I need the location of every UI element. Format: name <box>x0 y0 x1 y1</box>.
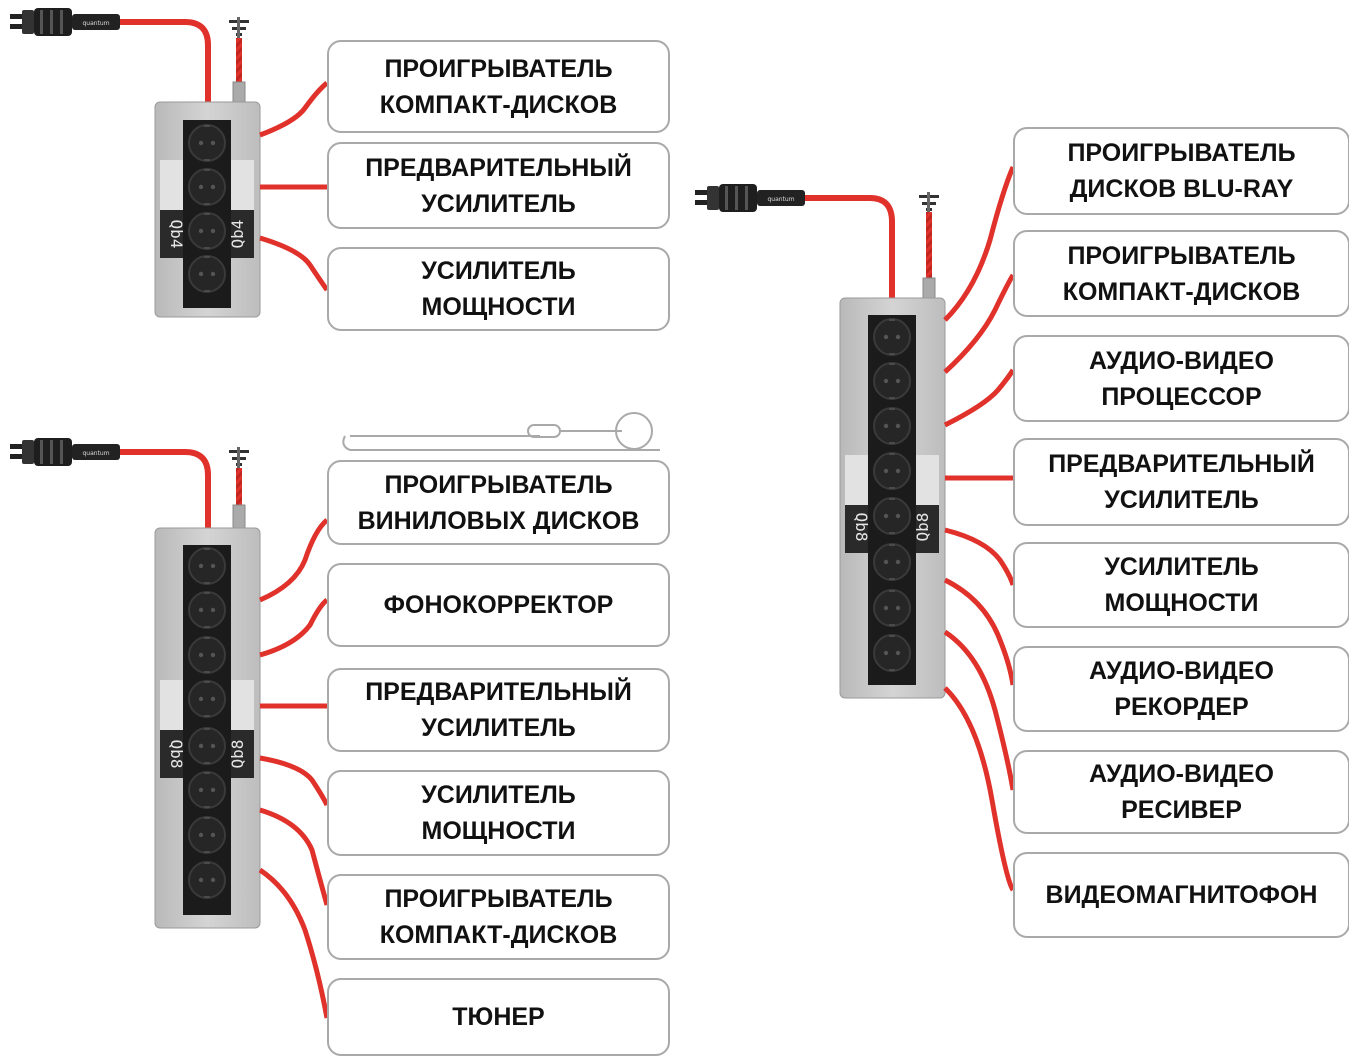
power-plug-icon: quantum <box>10 8 120 36</box>
device-label: ПРОИГРЫВАТЕЛЬ КОМПАКТ-ДИСКОВ <box>379 885 618 949</box>
device-label: УСИЛИТЕЛЬ МОЩНОСТИ <box>421 257 576 321</box>
device-label-box: ПРЕДВАРИТЕЛЬНЫЙ УСИЛИТЕЛЬ <box>327 668 670 752</box>
cable-line <box>943 686 1016 892</box>
model-label: Qb8 <box>228 740 247 769</box>
cable-line <box>258 867 330 1019</box>
device-label: УСИЛИТЕЛЬ МОЩНОСТИ <box>1104 553 1259 617</box>
device-label-box: ПРОИГРЫВАТЕЛЬ КОМПАКТ-ДИСКОВ <box>1013 230 1349 317</box>
power-outlet-icon <box>188 861 226 899</box>
device-label-box: УСИЛИТЕЛЬ МОЩНОСТИ <box>327 770 670 856</box>
device-label-box: УСИЛИТЕЛЬ МОЩНОСТИ <box>327 247 670 331</box>
power-outlet-icon <box>188 591 226 629</box>
device-label: УСИЛИТЕЛЬ МОЩНОСТИ <box>421 781 576 845</box>
cable-line <box>943 166 1016 322</box>
device-label-box: ВИДЕОМАГНИТОФОН <box>1013 852 1349 938</box>
device-label-box: АУДИО-ВИДЕО ПРОЦЕССОР <box>1013 335 1349 422</box>
cable-line <box>943 273 1016 374</box>
cable-line <box>944 527 1016 586</box>
power-outlet-icon <box>873 543 911 581</box>
cable-line <box>259 755 330 807</box>
svg-text:quantum: quantum <box>82 20 109 27</box>
svg-text:quantum: quantum <box>82 450 109 457</box>
power-outlet-icon <box>188 212 226 250</box>
model-label: Qb4 <box>228 220 247 249</box>
device-label: ПРОИГРЫВАТЕЛЬ ВИНИЛОВЫХ ДИСКОВ <box>357 470 640 535</box>
device-label: ПРЕДВАРИТЕЛЬНЫЙ УСИЛИТЕЛЬ <box>1048 450 1315 514</box>
power-outlet-icon <box>188 547 226 585</box>
power-outlet-icon <box>188 168 226 206</box>
turntable-icon <box>342 412 660 451</box>
device-label: АУДИО-ВИДЕО ПРОЦЕССОР <box>1089 346 1274 411</box>
device-label: ПРЕДВАРИТЕЛЬНЫЙ УСИЛИТЕЛЬ <box>365 153 632 218</box>
device-label: ПРОИГРЫВАТЕЛЬ КОМПАКТ-ДИСКОВ <box>379 54 618 119</box>
cable-line <box>259 807 330 906</box>
power-outlet-icon <box>188 124 226 162</box>
socket-group <box>188 124 911 899</box>
power-outlet-icon <box>873 362 911 400</box>
device-label-box: ПРЕДВАРИТЕЛЬНЫЙ УСИЛИТЕЛЬ <box>327 142 670 229</box>
power-outlet-icon <box>188 771 226 809</box>
device-label: ТЮНЕР <box>452 1003 545 1031</box>
power-outlet-icon <box>188 636 226 674</box>
power-strip-qb8-right: quantum Qb8 Qb8 <box>695 184 946 699</box>
device-label-box: ПРОИГРЫВАТЕЛЬ ДИСКОВ BLU-RAY <box>1013 127 1349 215</box>
power-plug-icon: quantum <box>695 184 805 212</box>
cable-line <box>259 518 329 603</box>
power-outlet-icon <box>188 680 226 718</box>
device-label: ПРОИГРЫВАТЕЛЬ ДИСКОВ BLU-RAY <box>1067 139 1296 203</box>
model-label: Qb8 <box>167 740 186 769</box>
ground-terminal-icon <box>229 447 249 487</box>
power-outlet-icon <box>873 589 911 627</box>
cable-line <box>943 629 1016 791</box>
ground-terminal-icon <box>229 17 249 57</box>
device-label: АУДИО-ВИДЕО РЕСИВЕР <box>1089 760 1274 824</box>
cable-group <box>258 81 1016 1019</box>
power-plug-icon: quantum <box>10 438 120 466</box>
device-label-box: АУДИО-ВИДЕО РЕСИВЕР <box>1013 750 1349 834</box>
cable-line <box>259 81 329 138</box>
model-label: Qb4 <box>167 220 186 249</box>
model-label: Qb8 <box>852 513 871 542</box>
device-label-box: ПРЕДВАРИТЕЛЬНЫЙ УСИЛИТЕЛЬ <box>1013 438 1349 526</box>
device-label: ФОНОКОРРЕКТОР <box>383 591 614 619</box>
power-outlet-icon <box>873 497 911 535</box>
device-label-box: ПРОИГРЫВАТЕЛЬ КОМПАКТ-ДИСКОВ <box>327 40 670 133</box>
device-label: АУДИО-ВИДЕО РЕКОРДЕР <box>1089 657 1274 721</box>
power-outlet-icon <box>873 407 911 445</box>
device-label-box: УСИЛИТЕЛЬ МОЩНОСТИ <box>1013 542 1349 628</box>
model-label: Qb8 <box>913 513 932 542</box>
device-label-box: ФОНОКОРРЕКТОР <box>327 563 670 647</box>
device-label: ВИДЕОМАГНИТОФОН <box>1045 881 1318 909</box>
cable-line <box>943 368 1016 428</box>
power-outlet-icon <box>873 318 911 356</box>
svg-text:quantum: quantum <box>767 196 794 203</box>
device-label: ПРОИГРЫВАТЕЛЬ КОМПАКТ-ДИСКОВ <box>1062 241 1301 306</box>
power-outlet-icon <box>188 727 226 765</box>
device-label-box: ПРОИГРЫВАТЕЛЬ КОМПАКТ-ДИСКОВ <box>327 874 670 960</box>
cable-line <box>259 235 330 292</box>
device-label-box: ТЮНЕР <box>327 978 670 1056</box>
device-label-box: ПРОИГРЫВАТЕЛЬ ВИНИЛОВЫХ ДИСКОВ <box>327 460 670 545</box>
power-outlet-icon <box>188 255 226 293</box>
power-outlet-icon <box>873 452 911 490</box>
power-outlet-icon <box>873 634 911 672</box>
cable-line <box>943 577 1016 686</box>
device-label: ПРЕДВАРИТЕЛЬНЫЙ УСИЛИТЕЛЬ <box>365 678 632 742</box>
power-outlet-icon <box>188 816 226 854</box>
device-label-box: АУДИО-ВИДЕО РЕКОРДЕР <box>1013 646 1349 732</box>
cable-line <box>259 597 329 658</box>
